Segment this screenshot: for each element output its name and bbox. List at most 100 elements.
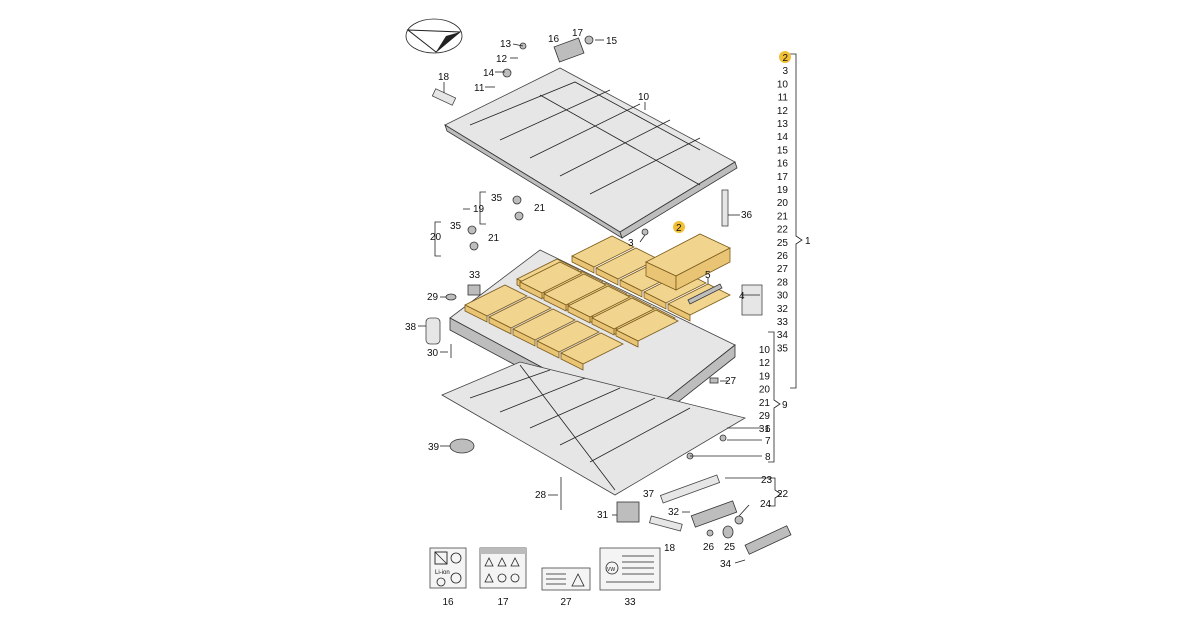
group-1-item: 35 xyxy=(777,343,789,354)
callout-c28: 28 xyxy=(535,490,547,501)
group-1-item: 17 xyxy=(777,172,789,183)
battery-module-side xyxy=(667,303,691,322)
leader-lines xyxy=(418,39,803,564)
group-9-item: 31 xyxy=(759,424,771,435)
group-9-item: 12 xyxy=(759,358,771,369)
callout-c22: 22 xyxy=(777,489,789,500)
callout-c5: 5 xyxy=(705,270,711,281)
battery-module-side xyxy=(591,317,615,336)
battery-module-side xyxy=(643,291,667,310)
group-1-item: 34 xyxy=(777,330,789,341)
battery-module-side xyxy=(543,293,567,312)
callout-c18a: 18 xyxy=(438,72,450,83)
label-caption: 16 xyxy=(442,597,454,608)
callout-c26: 26 xyxy=(703,542,715,553)
group-1-item: 21 xyxy=(777,211,789,222)
callout-c1: 1 xyxy=(805,236,811,247)
group-9-item: 21 xyxy=(759,398,771,409)
callout-c35b: 35 xyxy=(450,221,462,232)
callout-c34: 34 xyxy=(720,559,732,570)
battery-module-side xyxy=(615,329,639,348)
callout-c14: 14 xyxy=(483,68,495,79)
callout-c3: 3 xyxy=(628,238,634,249)
group-1-list: 2310111213141516171920212225262728303233… xyxy=(777,51,791,354)
group-1-item: 13 xyxy=(777,119,789,130)
group-9-item: 19 xyxy=(759,371,771,382)
callout-labels: 2345678910111213141516171818192021212223… xyxy=(405,28,811,570)
callout-c25: 25 xyxy=(724,542,736,553)
callout-c33: 33 xyxy=(469,270,481,281)
warning-labels: Li-ion VW xyxy=(429,547,661,591)
group-1-item: 2 xyxy=(782,53,788,64)
group-1-item: 12 xyxy=(777,106,789,117)
callout-c23: 23 xyxy=(761,475,773,486)
group-9-item: 20 xyxy=(759,385,771,396)
callout-c29: 29 xyxy=(427,292,439,303)
group-9-item: 29 xyxy=(759,411,771,422)
callout-c18b: 18 xyxy=(664,543,676,554)
label-33: VW xyxy=(599,547,661,591)
callout-c37: 37 xyxy=(643,489,655,500)
group-9-list: 10 12 19 20 21 29 31 xyxy=(759,345,771,435)
label-captions: 16 17 27 33 xyxy=(442,597,636,608)
label-caption: 17 xyxy=(497,597,509,608)
group-1-item: 16 xyxy=(777,159,789,170)
highlight-marker xyxy=(779,51,791,63)
battery-module-side xyxy=(571,255,595,274)
callout-c12: 12 xyxy=(496,54,508,65)
label-caption: 33 xyxy=(624,597,636,608)
battery-module-side xyxy=(536,340,560,359)
callout-c2: 2 xyxy=(676,223,682,234)
group-1-item: 28 xyxy=(777,277,789,288)
callout-c19: 19 xyxy=(473,204,485,215)
callout-c35a: 35 xyxy=(491,193,503,204)
callout-c11: 11 xyxy=(474,83,485,94)
callout-c27: 27 xyxy=(725,376,737,387)
callout-c7: 7 xyxy=(765,436,771,447)
callout-c9: 9 xyxy=(782,400,788,411)
group-1-item: 33 xyxy=(777,317,789,328)
group-1-item: 27 xyxy=(777,264,789,275)
group-1-item: 19 xyxy=(777,185,789,196)
label-27 xyxy=(541,567,591,591)
group-1-item: 10 xyxy=(777,79,789,90)
label-17 xyxy=(479,547,527,589)
liion-text: Li-ion xyxy=(435,570,450,576)
callout-c21a: 21 xyxy=(534,203,546,214)
group-1-item: 30 xyxy=(777,291,789,302)
highlight-marker xyxy=(673,221,685,233)
group-1-item: 3 xyxy=(782,66,788,77)
callout-c36: 36 xyxy=(741,210,753,221)
group-1-item: 11 xyxy=(778,93,789,104)
callout-c30: 30 xyxy=(427,348,439,359)
group-1-item: 14 xyxy=(777,132,789,143)
callout-c21b: 21 xyxy=(488,233,500,244)
battery-module-side xyxy=(560,352,584,371)
battery-module-side xyxy=(595,267,619,286)
group-1-item: 20 xyxy=(777,198,789,209)
small-parts xyxy=(425,35,792,555)
callout-c13: 13 xyxy=(500,39,512,50)
battery-module-side xyxy=(519,281,543,300)
label-16: Li-ion xyxy=(429,547,467,589)
group-1-item: 32 xyxy=(777,304,789,315)
group-9-item: 10 xyxy=(759,345,771,356)
group-1-item: 15 xyxy=(777,145,789,156)
callout-c4: 4 xyxy=(739,291,745,302)
battery-module-side xyxy=(619,279,643,298)
callout-c15: 15 xyxy=(606,36,618,47)
callout-c8: 8 xyxy=(765,452,771,463)
top-cover xyxy=(444,67,738,239)
callout-c16: 16 xyxy=(548,34,560,45)
battery-module-side xyxy=(464,304,488,323)
callout-c24: 24 xyxy=(760,499,772,510)
callout-c17: 17 xyxy=(572,28,584,39)
label-caption: 27 xyxy=(560,597,572,608)
battery-module-side xyxy=(512,328,536,347)
battery-module-side xyxy=(488,316,512,335)
group-1-item: 22 xyxy=(777,225,789,236)
callout-c6: 6 xyxy=(765,424,771,435)
group-1-item: 26 xyxy=(777,251,789,262)
